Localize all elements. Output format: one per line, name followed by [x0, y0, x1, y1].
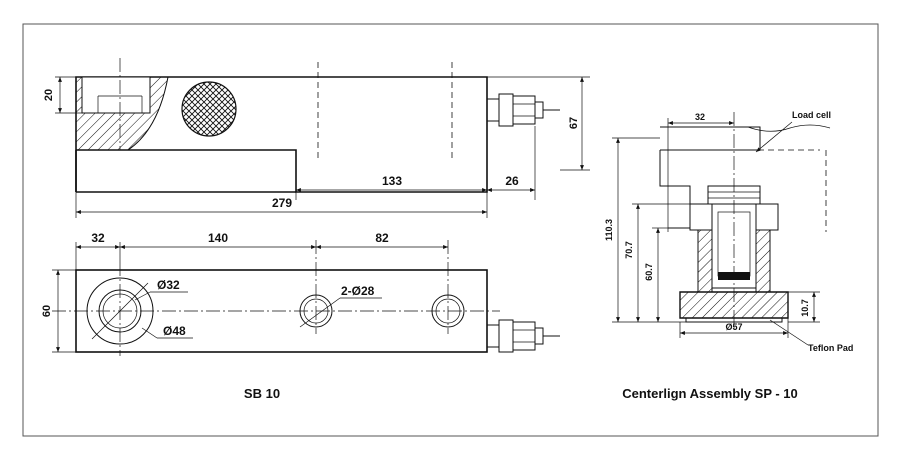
dim-60: 60 — [41, 305, 53, 317]
dim-82: 82 — [375, 231, 389, 245]
dim-67: 67 — [568, 117, 580, 129]
dim-hole-outer: Ø48 — [163, 324, 186, 338]
dim-26: 26 — [505, 174, 519, 188]
label-load-cell: Load cell — [792, 110, 831, 120]
hole-outer — [86, 277, 154, 345]
sp-dim-60: 60.7 — [644, 263, 654, 281]
caption-sp10: Centerlign Assembly SP - 10 — [622, 386, 798, 401]
dim-140: 140 — [208, 231, 228, 245]
caption-sb10: SB 10 — [244, 386, 280, 401]
sp-dim-70: 70.7 — [624, 241, 634, 259]
knurled-circle — [181, 81, 237, 137]
sp-dim-57: Ø57 — [725, 322, 742, 332]
drawing-frame — [22, 23, 879, 437]
connector-top — [486, 319, 560, 353]
dim-holes-pair: 2-Ø28 — [341, 284, 375, 298]
sp-dim-32: 32 — [695, 112, 705, 122]
counterbore — [81, 76, 151, 114]
sb10-top-view: 32 140 82 60 Ø32 Ø48 2-Ø28 — [41, 231, 560, 356]
dim-hole-large: Ø32 — [157, 278, 180, 292]
dim-20: 20 — [43, 89, 55, 101]
sp10-assembly: 32 Load cell 110.3 70.7 60.7 Ø57 10.7 Te… — [604, 110, 853, 353]
dim-32: 32 — [91, 231, 105, 245]
connector — [486, 93, 560, 127]
dim-133: 133 — [382, 174, 402, 188]
sp-dim-110: 110.3 — [604, 219, 614, 241]
sp-dim-10: 10.7 — [800, 299, 810, 317]
label-teflon-pad: Teflon Pad — [808, 343, 853, 353]
sb10-side-view: 20 67 133 26 279 — [43, 58, 590, 218]
dim-279: 279 — [272, 196, 292, 210]
